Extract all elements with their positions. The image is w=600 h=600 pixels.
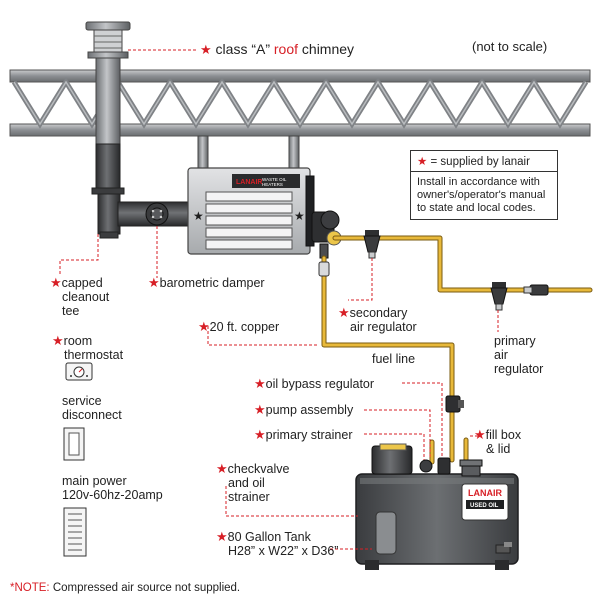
primary-line: primary — [494, 334, 536, 348]
thermostat-line: thermostat — [64, 348, 124, 362]
cleanout-line: cleanout — [62, 290, 110, 304]
capped-line: capped — [61, 276, 103, 290]
fuel-lines — [321, 235, 593, 473]
disconnect-line: disconnect — [62, 408, 122, 422]
star-icon: ★ — [50, 275, 62, 290]
and-oil-line: and oil — [228, 476, 265, 490]
room-line: room — [63, 334, 93, 348]
tank-label: ★80 Gallon Tank H28” x W22” x D36” — [216, 529, 339, 559]
star-icon: ★ — [254, 376, 266, 391]
disconnect-switch-icon — [63, 427, 85, 461]
note-text: Compressed air source not supplied. — [52, 582, 241, 594]
star-icon: ★ — [148, 275, 160, 290]
primary-strainer-text: primary strainer — [265, 428, 353, 442]
heater-badge-brand: LANAIR — [236, 179, 262, 186]
regulator-line: regulator — [494, 362, 544, 376]
leader-lines — [59, 49, 499, 550]
oil-tank: LANAIR USED OIL — [355, 443, 519, 570]
tank-dimensions-line: H28” x W22” x D36” — [228, 544, 339, 558]
chimney-label-suffix: chimney — [301, 41, 355, 57]
checkvalve-label: ★checkvalve and oil strainer — [216, 461, 290, 505]
star-icon: ★ — [254, 402, 266, 417]
star-icon: ★ — [417, 156, 428, 168]
tank-capacity-line: 80 Gallon Tank — [227, 530, 311, 544]
secondary-air-regulator — [363, 230, 381, 259]
legend-box: ★ = supplied by lanair Install in accord… — [410, 150, 558, 220]
air-regulator-line: air regulator — [350, 320, 417, 334]
secondary-air-regulator-label: ★secondary air regulator — [338, 305, 417, 335]
waste-oil-heater: LANAIR WASTE OIL HEATERS ★ ★ — [187, 167, 315, 255]
oil-bypass-regulator-label: ★oil bypass regulator — [254, 376, 375, 392]
chimney-label-prefix: class “A” — [215, 41, 270, 57]
oil-bypass-valve — [445, 395, 464, 413]
star-icon: ★ — [52, 333, 64, 348]
checkvalve-line: checkvalve — [227, 462, 290, 476]
compressed-air-note: *NOTE: Compressed air source not supplie… — [10, 582, 240, 594]
power-panel-icon — [63, 507, 87, 557]
legend-install-text: Install in accordance with owner's/opera… — [417, 176, 546, 214]
chimney-label-roof: roof — [273, 41, 299, 57]
primary-air-regulator-label: primary air regulator — [494, 334, 543, 376]
capped-cleanout-tee-label: ★capped cleanout tee — [50, 275, 110, 319]
chimney-label: ★ class “A” roof chimney — [200, 42, 354, 57]
chimney — [85, 21, 191, 239]
fuel-line-label: fuel line — [372, 352, 416, 366]
star-icon: ★ — [216, 529, 228, 544]
heater-badge-line2: HEATERS — [262, 182, 283, 187]
room-thermostat-label: ★room thermostat — [52, 333, 124, 363]
heater-hangers — [197, 135, 300, 171]
burner-assembly — [311, 210, 342, 259]
barometric-damper-label: ★barometric damper — [148, 275, 265, 291]
barometric-damper-text: barometric damper — [159, 276, 265, 290]
tank-badge-brand: LANAIR — [468, 488, 502, 498]
copper-text: 20 ft. copper — [209, 320, 280, 334]
tee-line: tee — [62, 304, 80, 318]
star-icon: ★ — [200, 42, 212, 57]
oil-bypass-text: oil bypass regulator — [265, 377, 375, 391]
heater-badge-line1: WASTE OIL — [262, 177, 287, 182]
star-icon: ★ — [338, 305, 350, 320]
fill-box-label: ★fill box & lid — [474, 427, 522, 457]
star-icon: ★ — [198, 319, 210, 334]
note-prefix: *NOTE: — [10, 582, 50, 594]
strainer-line: strainer — [228, 490, 270, 504]
main-power-line: main power — [62, 474, 127, 488]
secondary-line: secondary — [349, 306, 408, 320]
thermostat-icon — [65, 362, 93, 381]
service-disconnect-label: service disconnect — [62, 394, 122, 422]
fill-box-line: fill box — [485, 428, 522, 442]
legend-star-text: = supplied by lanair — [430, 156, 530, 168]
main-power-label: main power 120v-60hz-20amp — [62, 474, 163, 502]
copper-label: ★20 ft. copper — [198, 319, 280, 335]
service-line: service — [62, 394, 102, 408]
star-icon: ★ — [254, 427, 266, 442]
pump-assembly-label: ★pump assembly — [254, 402, 354, 418]
lid-line: & lid — [486, 442, 511, 456]
pump-assembly-text: pump assembly — [265, 403, 354, 417]
air-line: air — [494, 348, 508, 362]
star-icon: ★ — [474, 427, 486, 442]
scale-note: (not to scale) — [472, 39, 548, 54]
copper-coupler — [318, 261, 330, 277]
heater-star-left: ★ — [193, 209, 204, 223]
tank-badge-text: USED OIL — [470, 503, 499, 509]
primary-strainer-label: ★primary strainer — [254, 427, 353, 443]
star-icon: ★ — [216, 461, 228, 476]
primary-air-regulator — [490, 282, 549, 311]
heater-star-right: ★ — [294, 209, 305, 223]
legend-star-row: ★ = supplied by lanair — [411, 151, 557, 172]
main-power-spec: 120v-60hz-20amp — [62, 488, 163, 502]
